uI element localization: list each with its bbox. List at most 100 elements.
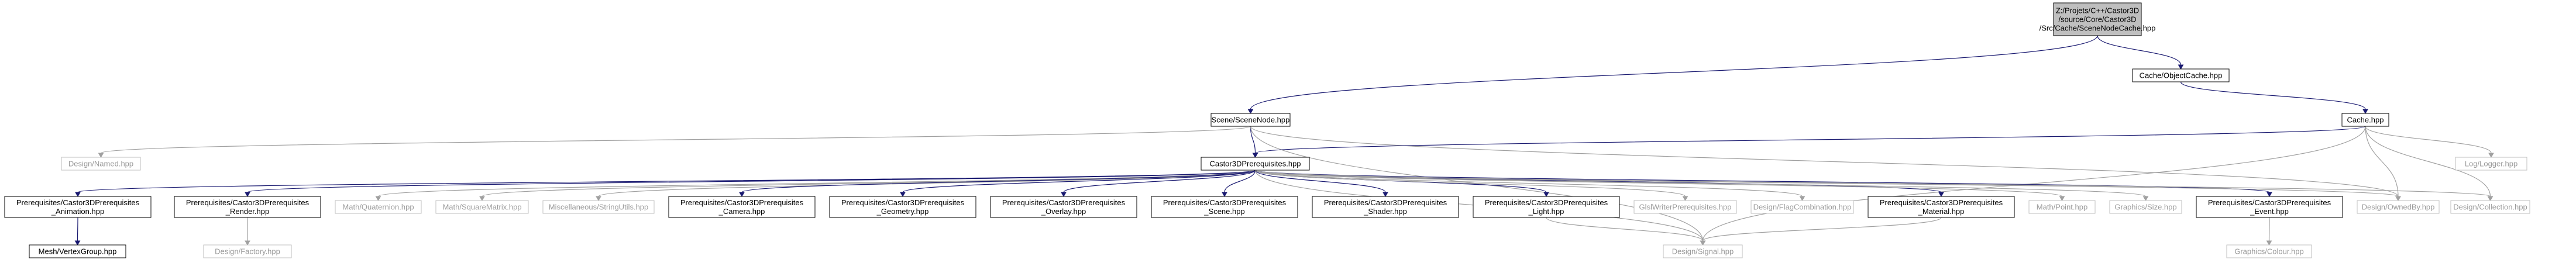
- node-box: [203, 244, 292, 258]
- edge-objectcache-to-cache: [2180, 81, 2368, 115]
- node-label: Prerequisites/Castor3DPrerequisites: [1485, 198, 1608, 207]
- node-label: Design/OwnedBy.hpp: [2362, 203, 2435, 212]
- node-box: [2357, 200, 2440, 214]
- node-box: [2053, 2, 2142, 36]
- node-vertexgroup[interactable]: Mesh/VertexGroup.hpp: [29, 244, 126, 258]
- node-box: [335, 200, 422, 214]
- edge-castorprereq-to-glslwriter: [1254, 170, 1688, 202]
- node-p_anim[interactable]: Prerequisites/Castor3DPrerequisites_Anim…: [4, 196, 152, 218]
- node-named: Design/Named.hpp: [61, 157, 141, 171]
- node-collection: Design/Collection.hpp: [2450, 200, 2530, 214]
- node-point: Math/Point.hpp: [2028, 200, 2096, 214]
- node-box: [1473, 196, 1620, 218]
- node-stringutils: Miscellaneous/StringUtils.hpp: [542, 200, 655, 214]
- node-box: [2028, 200, 2096, 214]
- node-label: _Material.hpp: [1918, 207, 1965, 216]
- node-box: [1210, 113, 1291, 127]
- node-p_scene[interactable]: Prerequisites/Castor3DPrerequisites_Scen…: [1151, 196, 1298, 218]
- node-label: GlslWriterPrerequisites.hpp: [1639, 203, 1732, 212]
- node-label: Mesh/VertexGroup.hpp: [39, 247, 117, 256]
- node-colour: Graphics/Colour.hpp: [2226, 244, 2312, 258]
- node-label: Math/Point.hpp: [2037, 203, 2087, 212]
- node-p_material[interactable]: Prerequisites/Castor3DPrerequisites_Mate…: [1867, 196, 2015, 218]
- node-label: _Event.hpp: [2250, 207, 2289, 216]
- node-label: Miscellaneous/StringUtils.hpp: [549, 203, 649, 212]
- node-box: [29, 244, 126, 258]
- edge-p_material-to-signal: [1700, 217, 1942, 246]
- node-box: [1312, 196, 1459, 218]
- node-label: Design/FlagCombination.hpp: [1753, 203, 1852, 212]
- node-size: Graphics/Size.hpp: [2109, 200, 2182, 214]
- edge-scenenode-to-named: [98, 126, 1251, 158]
- edge-castorprereq-to-p_shader: [1254, 170, 1388, 198]
- node-p_shader[interactable]: Prerequisites/Castor3DPrerequisites_Shad…: [1312, 196, 1459, 218]
- node-cache[interactable]: Cache.hpp: [2341, 113, 2389, 127]
- nodes-layer: Z:/Projets/C++/Castor3D/source/Core/Cast…: [4, 2, 2530, 258]
- edge-castorprereq-to-p_anim: [75, 170, 1256, 198]
- edge-cache-to-castorprereq: [1252, 126, 2366, 158]
- node-box: [990, 196, 1137, 218]
- node-p_event[interactable]: Prerequisites/Castor3DPrerequisites_Even…: [2196, 196, 2343, 218]
- node-p_geometry[interactable]: Prerequisites/Castor3DPrerequisites_Geom…: [829, 196, 976, 218]
- node-flagcomb: Design/FlagCombination.hpp: [1750, 200, 1854, 214]
- edge-castorprereq-to-p_scene: [1222, 170, 1256, 198]
- edges-layer: [74, 35, 2494, 246]
- node-p_render[interactable]: Prerequisites/Castor3DPrerequisites_Rend…: [174, 196, 321, 218]
- node-logger: Log/Logger.hpp: [2455, 157, 2527, 171]
- node-box: [174, 196, 321, 218]
- node-label: Design/Signal.hpp: [1672, 247, 1734, 256]
- node-label: _Geometry.hpp: [876, 207, 929, 216]
- node-box: [2341, 113, 2389, 127]
- edge-p_event-to-colour: [2266, 217, 2272, 246]
- node-box: [2196, 196, 2343, 218]
- node-squarematrix: Math/SquareMatrix.hpp: [435, 200, 529, 214]
- edge-castorprereq-to-p_render: [245, 170, 1256, 198]
- node-label: Design/Collection.hpp: [2453, 203, 2527, 212]
- node-box: [2450, 200, 2530, 214]
- node-label: Log/Logger.hpp: [2465, 160, 2517, 168]
- edge-castorprereq-to-p_event: [1254, 170, 2272, 198]
- node-p_light[interactable]: Prerequisites/Castor3DPrerequisites_Ligh…: [1473, 196, 1620, 218]
- node-label: _Scene.hpp: [1203, 207, 1244, 216]
- node-label: Prerequisites/Castor3DPrerequisites: [1002, 198, 1126, 207]
- node-box: [2132, 68, 2230, 82]
- node-label: Prerequisites/Castor3DPrerequisites: [1324, 198, 1447, 207]
- node-label: Graphics/Size.hpp: [2114, 203, 2176, 212]
- node-box: [1633, 200, 1737, 214]
- edge-cache-to-logger: [2365, 126, 2494, 158]
- node-signal: Design/Signal.hpp: [1663, 244, 1743, 258]
- edge-castorprereq-to-size: [1254, 170, 2149, 202]
- edge-root-to-scenenode: [1247, 35, 2098, 115]
- node-label: _Animation.hpp: [51, 207, 104, 216]
- node-label: _Shader.hpp: [1363, 207, 1407, 216]
- node-label: Cache.hpp: [2347, 116, 2384, 125]
- node-root[interactable]: Z:/Projets/C++/Castor3D/source/Core/Cast…: [2040, 2, 2156, 36]
- node-label: _Light.hpp: [1528, 207, 1564, 216]
- node-box: [668, 196, 816, 218]
- node-box: [4, 196, 152, 218]
- edge-castorprereq-to-p_camera: [739, 170, 1256, 198]
- node-label: /Src/Cache/SceneNodeCache.hpp: [2040, 24, 2156, 33]
- node-quaternion: Math/Quaternion.hpp: [335, 200, 422, 214]
- node-box: [2109, 200, 2182, 214]
- node-label: Z:/Projets/C++/Castor3D: [2056, 6, 2139, 15]
- node-p_camera[interactable]: Prerequisites/Castor3DPrerequisites_Came…: [668, 196, 816, 218]
- node-label: _Render.hpp: [225, 207, 269, 216]
- edge-castorprereq-to-point: [1254, 170, 2065, 202]
- node-castorprereq[interactable]: Castor3DPrerequisites.hpp: [1201, 157, 1310, 171]
- node-box: [1151, 196, 1298, 218]
- node-box: [1201, 157, 1310, 171]
- node-glslwriter: GlslWriterPrerequisites.hpp: [1633, 200, 1737, 214]
- node-label: Prerequisites/Castor3DPrerequisites: [1163, 198, 1287, 207]
- node-factory: Design/Factory.hpp: [203, 244, 292, 258]
- edge-root-to-objectcache: [2097, 35, 2184, 70]
- node-label: Prerequisites/Castor3DPrerequisites: [186, 198, 309, 207]
- node-objectcache[interactable]: Cache/ObjectCache.hpp: [2132, 68, 2230, 82]
- node-p_overlay[interactable]: Prerequisites/Castor3DPrerequisites_Over…: [990, 196, 1137, 218]
- edge-scenenode-to-ownedby: [1250, 126, 2401, 202]
- edge-castorprereq-to-p_overlay: [1061, 170, 1256, 198]
- node-scenenode[interactable]: Scene/SceneNode.hpp: [1210, 113, 1291, 127]
- edge-castorprereq-to-squarematrix: [479, 170, 1256, 202]
- edge-castorprereq-to-p_geometry: [900, 170, 1256, 198]
